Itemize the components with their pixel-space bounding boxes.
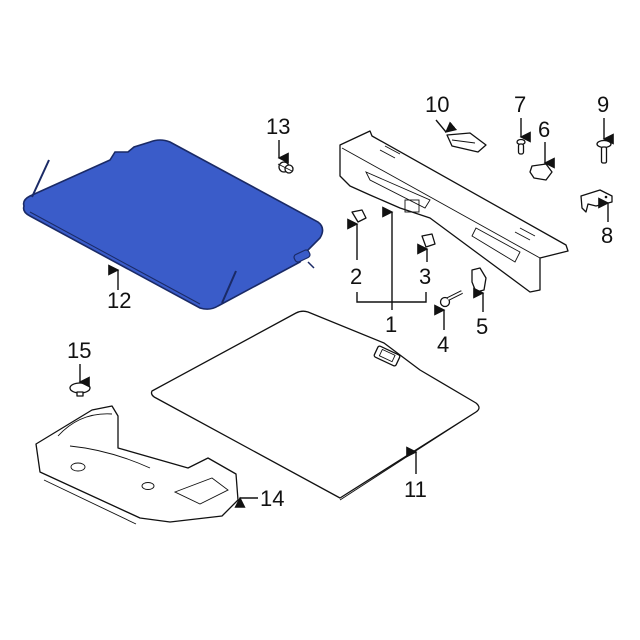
callout-8: 8: [598, 197, 613, 248]
callout-12: 12: [107, 264, 131, 313]
callout-2: 2: [347, 218, 362, 289]
callout-13: 13: [266, 114, 290, 164]
svg-text:1: 1: [385, 312, 397, 337]
cargo-cover-part-12[interactable]: [22, 139, 324, 310]
svg-text:14: 14: [260, 486, 284, 511]
retainer-cap-part-15[interactable]: [69, 382, 91, 397]
clip-part-6[interactable]: [529, 163, 553, 181]
clip-part-3[interactable]: [421, 233, 436, 248]
callout-10: 10: [425, 92, 458, 133]
svg-text:12: 12: [107, 288, 131, 313]
svg-text:13: 13: [266, 114, 290, 139]
callout-1: 1: [356, 206, 427, 337]
svg-text:7: 7: [514, 92, 526, 117]
callout-6: 6: [538, 117, 555, 169]
bolt-part-4[interactable]: [439, 290, 463, 308]
svg-text:2: 2: [350, 264, 362, 289]
bracket-part-5[interactable]: [471, 267, 487, 293]
svg-text:8: 8: [601, 223, 613, 248]
svg-text:15: 15: [67, 338, 91, 363]
push-pin-part-13[interactable]: [277, 161, 294, 174]
callout-15: 15: [67, 338, 91, 388]
callout-4: 4: [434, 304, 449, 357]
svg-text:5: 5: [476, 314, 488, 339]
screw-part-7[interactable]: [516, 138, 526, 155]
clip-part-2[interactable]: [351, 209, 367, 223]
svg-text:3: 3: [419, 264, 431, 289]
striker-cover-part-10[interactable]: [446, 132, 487, 153]
svg-text:11: 11: [404, 477, 427, 502]
svg-text:4: 4: [437, 332, 449, 357]
spare-tire-tray-part-14[interactable]: [35, 405, 239, 525]
svg-text:6: 6: [538, 117, 550, 142]
svg-text:9: 9: [597, 92, 609, 117]
callout-7: 7: [514, 92, 531, 143]
sill-trim-part-1[interactable]: [339, 130, 569, 293]
callout-5: 5: [473, 287, 488, 339]
callout-11: 11: [404, 446, 427, 502]
flange-bolt-part-9[interactable]: [596, 139, 612, 164]
svg-text:10: 10: [425, 92, 449, 117]
callout-3: 3: [417, 243, 431, 289]
callout-9: 9: [597, 92, 614, 145]
callout-14: 14: [234, 486, 284, 511]
